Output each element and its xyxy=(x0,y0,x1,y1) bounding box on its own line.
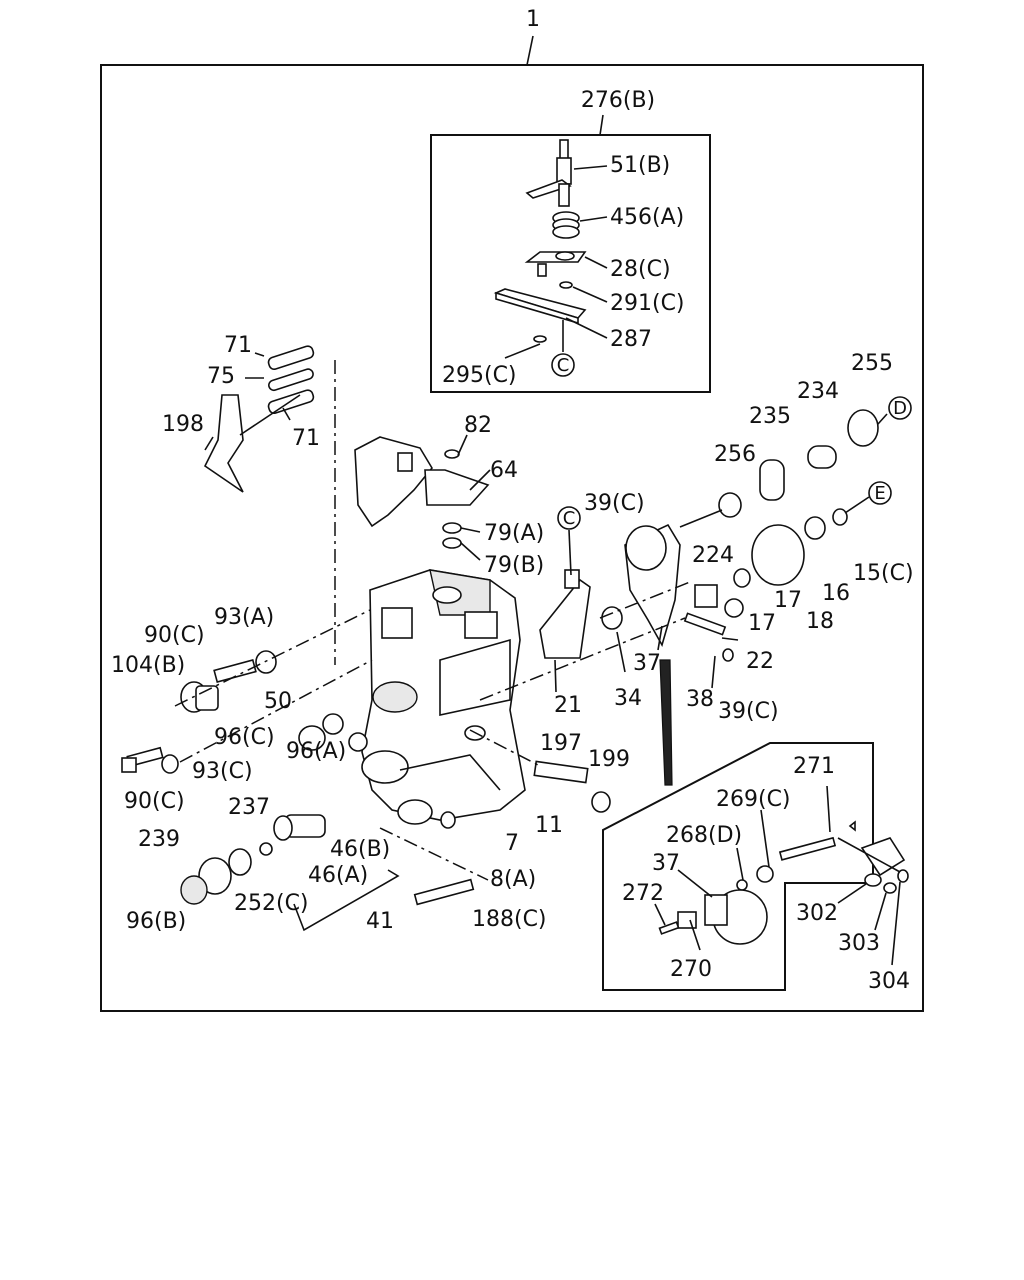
label-235: 235 xyxy=(749,404,791,429)
leader-1 xyxy=(526,35,534,66)
label-96b: 96(B) xyxy=(126,909,186,934)
label-17-a: 17 xyxy=(774,588,802,613)
parts-right-governor xyxy=(469,409,879,813)
label-295c: 295(C) xyxy=(442,363,517,388)
label-82: 82 xyxy=(464,413,492,438)
label-276b: 276(B) xyxy=(581,88,655,113)
label-11: 11 xyxy=(535,813,563,838)
label-104b: 104(B) xyxy=(111,653,185,678)
ref-c-main-text: C xyxy=(563,508,576,529)
label-239: 239 xyxy=(138,827,180,852)
parts-springs-lever xyxy=(203,345,315,493)
label-90c-bottom: 90(C) xyxy=(124,789,185,814)
label-270: 270 xyxy=(670,957,712,982)
label-41: 41 xyxy=(366,909,394,934)
label-51b: 51(B) xyxy=(610,153,670,178)
label-198: 198 xyxy=(162,412,204,437)
inset-box-271 xyxy=(602,742,874,991)
label-37-top: 37 xyxy=(633,651,661,676)
label-272: 272 xyxy=(622,881,664,906)
label-96c: 96(C) xyxy=(214,725,275,750)
label-96a: 96(A) xyxy=(286,739,346,764)
label-15c: 15(C) xyxy=(853,561,914,586)
label-38: 38 xyxy=(686,687,714,712)
part-labels: 51(B) 456(A) 28(C) 291(C) 287 295(C) 71 … xyxy=(111,153,914,994)
parts-governor-cover xyxy=(354,434,491,561)
label-8a: 8(A) xyxy=(490,867,536,892)
label-287: 287 xyxy=(610,327,652,352)
label-252c: 252(C) xyxy=(234,891,309,916)
label-303: 303 xyxy=(838,931,880,956)
label-255: 255 xyxy=(851,351,893,376)
label-93c: 93(C) xyxy=(192,759,253,784)
label-93a: 93(A) xyxy=(214,605,274,630)
leader-276b xyxy=(599,114,604,136)
label-46a: 46(A) xyxy=(308,863,368,888)
label-39c-bottom: 39(C) xyxy=(718,699,779,724)
label-22: 22 xyxy=(746,649,774,674)
label-18: 18 xyxy=(806,609,834,634)
label-75: 75 xyxy=(207,364,235,389)
label-28c: 28(C) xyxy=(610,257,671,282)
label-79b: 79(B) xyxy=(484,553,544,578)
label-302: 302 xyxy=(796,901,838,926)
ref-circle-d xyxy=(888,396,912,420)
label-256: 256 xyxy=(714,442,756,467)
label-39c-top: 39(C) xyxy=(584,491,645,516)
label-64: 64 xyxy=(490,458,518,483)
label-456a: 456(A) xyxy=(610,205,684,230)
label-197: 197 xyxy=(540,731,582,756)
label-17-b: 17 xyxy=(748,611,776,636)
label-50: 50 xyxy=(264,689,292,714)
ref-circle-e xyxy=(868,481,892,505)
label-268d: 268(D) xyxy=(666,823,742,848)
label-37-bottom: 37 xyxy=(652,851,680,876)
label-16: 16 xyxy=(822,581,850,606)
inset-box-276b xyxy=(430,134,711,393)
parts-inset-bottom xyxy=(654,785,909,966)
label-234: 234 xyxy=(797,379,839,404)
label-90c-top: 90(C) xyxy=(144,623,205,648)
label-46b: 46(B) xyxy=(330,837,390,862)
ref-e-text: E xyxy=(874,483,885,504)
ref-circle-c-inset xyxy=(551,353,575,377)
label-71-top: 71 xyxy=(224,333,252,358)
ref-c-inset-text: C xyxy=(557,355,570,376)
label-304: 304 xyxy=(868,969,910,994)
pump-housing xyxy=(361,569,526,825)
label-269c: 269(C) xyxy=(716,787,791,812)
label-7: 7 xyxy=(505,831,519,856)
label-271: 271 xyxy=(793,754,835,779)
ref-d-text: D xyxy=(893,398,907,419)
parts-left-fittings xyxy=(121,360,373,774)
assembly-frame xyxy=(100,64,924,1012)
label-237: 237 xyxy=(228,795,270,820)
label-188c: 188(C) xyxy=(472,907,547,932)
label-21: 21 xyxy=(554,693,582,718)
reference-markers: C C D E xyxy=(551,353,912,576)
ref-circle-c-main xyxy=(557,506,581,530)
parts-inset-top xyxy=(493,139,608,359)
parts-bottom-left xyxy=(180,811,489,932)
label-199: 199 xyxy=(588,747,630,772)
assembly-number: 1 xyxy=(526,7,540,32)
label-71-bottom: 71 xyxy=(292,426,320,451)
label-224: 224 xyxy=(692,543,734,568)
label-291c: 291(C) xyxy=(610,291,685,316)
label-79a: 79(A) xyxy=(484,521,544,546)
label-34: 34 xyxy=(614,686,642,711)
